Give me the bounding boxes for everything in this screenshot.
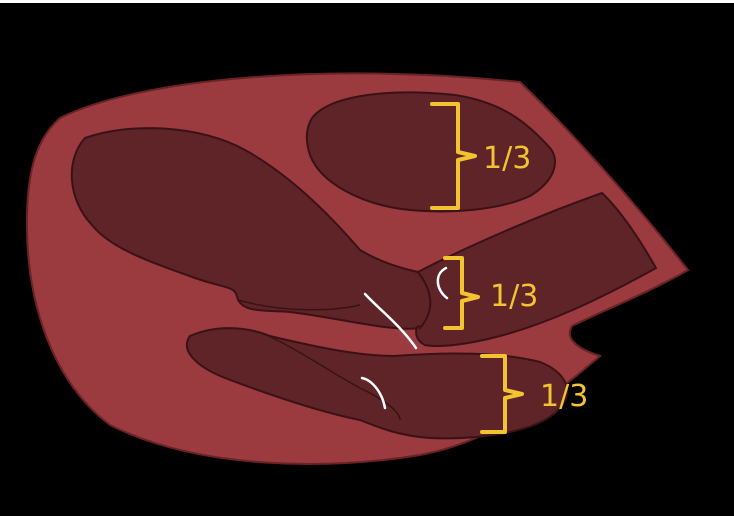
fraction-label-middle: 1/3	[490, 279, 538, 314]
fraction-label-top: 1/3	[483, 141, 531, 176]
fraction-label-bottom: 1/3	[540, 379, 588, 414]
